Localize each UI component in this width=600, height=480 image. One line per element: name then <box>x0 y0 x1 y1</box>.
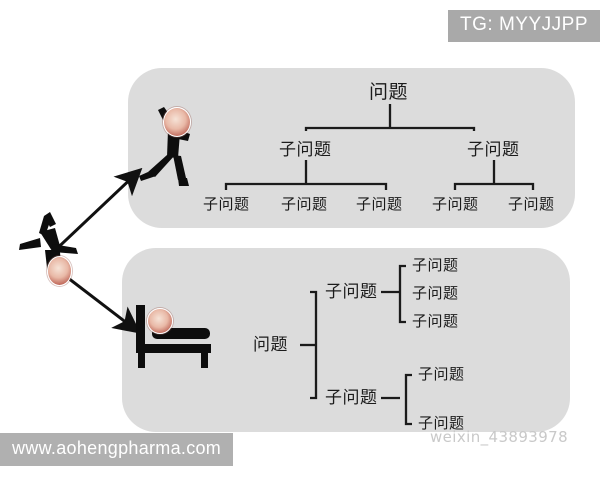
running-figure-face <box>163 107 191 137</box>
bottom-tree-mid-bottom: 子问题 <box>325 388 378 408</box>
telegram-badge: TG: MYYJJPP <box>448 10 600 42</box>
blog-watermark: weixin_43893978 <box>430 428 569 446</box>
top-tree-root: 问题 <box>369 81 409 103</box>
top-tree-leaf-2: 子问题 <box>281 195 328 213</box>
bottom-panel <box>122 248 570 432</box>
site-watermark: www.aohengpharma.com <box>0 433 234 466</box>
bottom-tree-leaf-1: 子问题 <box>412 256 459 274</box>
top-tree-leaf-3: 子问题 <box>356 195 403 213</box>
top-panel <box>128 68 575 228</box>
top-tree-mid-left: 子问题 <box>279 140 332 160</box>
bottom-tree-mid-top: 子问题 <box>325 282 378 302</box>
bottom-tree-root: 问题 <box>253 335 288 355</box>
bottom-tree-leaf-4: 子问题 <box>418 365 465 383</box>
bottom-tree-leaf-3: 子问题 <box>412 312 459 330</box>
top-tree-leaf-1: 子问题 <box>203 195 250 213</box>
top-tree-leaf-5: 子问题 <box>508 195 555 213</box>
bottom-tree-leaf-2: 子问题 <box>412 284 459 302</box>
top-tree-leaf-4: 子问题 <box>432 195 479 213</box>
arrow-to-top-panel <box>46 167 143 259</box>
bed-figure-face <box>147 308 173 334</box>
falling-figure-face <box>47 256 72 286</box>
bottom-tree-leaf-5: 子问题 <box>418 414 465 432</box>
top-tree-mid-right: 子问题 <box>467 140 520 160</box>
